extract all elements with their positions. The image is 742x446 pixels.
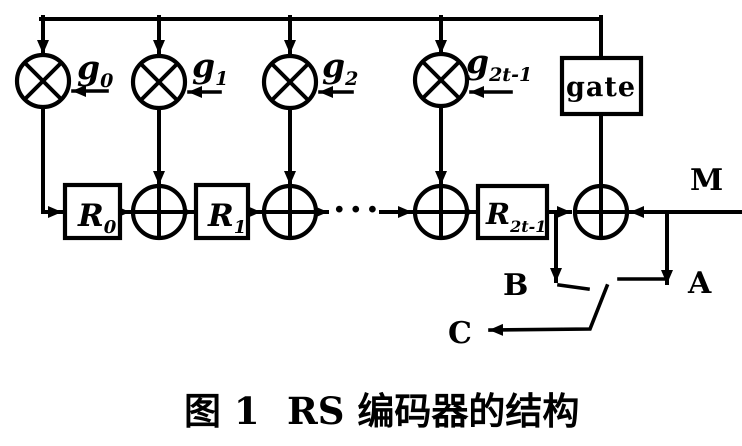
port-c-label: C [448, 316, 472, 351]
port-a-label: A [687, 266, 712, 301]
register-r2t1-subscript: 2t-1 [509, 217, 546, 236]
switch-arm [488, 283, 610, 336]
adder-1-icon [130, 183, 188, 241]
adder-4-icon [572, 183, 630, 241]
chain-ellipsis: ··· [333, 189, 383, 231]
register-r2t1: R2t-1 [475, 183, 550, 241]
multiplier-g2t1-icon [412, 51, 470, 109]
svg-text:R1: R1 [207, 198, 246, 238]
multiplier-drop-wires [41, 104, 447, 218]
multiplier-g1-icon [130, 53, 188, 111]
port-b-label: B [503, 268, 528, 303]
g2t1-label: g2t-1 [466, 42, 532, 86]
register-r0-subscript: 0 [104, 217, 117, 238]
g1-label: g1 [192, 46, 228, 90]
figure-caption: 图 1 RS 编码器的结构 [184, 389, 579, 433]
register-r0: R0 [62, 182, 123, 241]
g0-label: g0 [77, 48, 113, 92]
gate-box: gate [559, 55, 644, 117]
feedback-bus [37, 15, 603, 60]
multiplier-g0-icon [14, 52, 72, 110]
gate-label: gate [566, 72, 636, 103]
svg-text:R2t-1: R2t-1 [485, 197, 546, 236]
g2-label: g2 [322, 46, 358, 90]
multiplier-g2-icon [261, 53, 319, 111]
svg-text:R0: R0 [77, 198, 117, 238]
register-r2t1-label: R [485, 197, 510, 231]
adder-3-icon [412, 183, 470, 241]
switch-wires [488, 210, 673, 336]
port-m-label: M [690, 163, 723, 198]
adder-2-icon [261, 183, 319, 241]
caption-title: RS 编码器的结构 [287, 389, 579, 433]
register-r0-label: R [77, 198, 104, 234]
register-r1: R1 [193, 182, 251, 241]
caption-figure-number: 图 1 [184, 389, 260, 433]
register-r1-label: R [207, 198, 234, 234]
register-r1-subscript: 1 [234, 217, 247, 238]
coefficient-input-arrows [71, 85, 513, 98]
